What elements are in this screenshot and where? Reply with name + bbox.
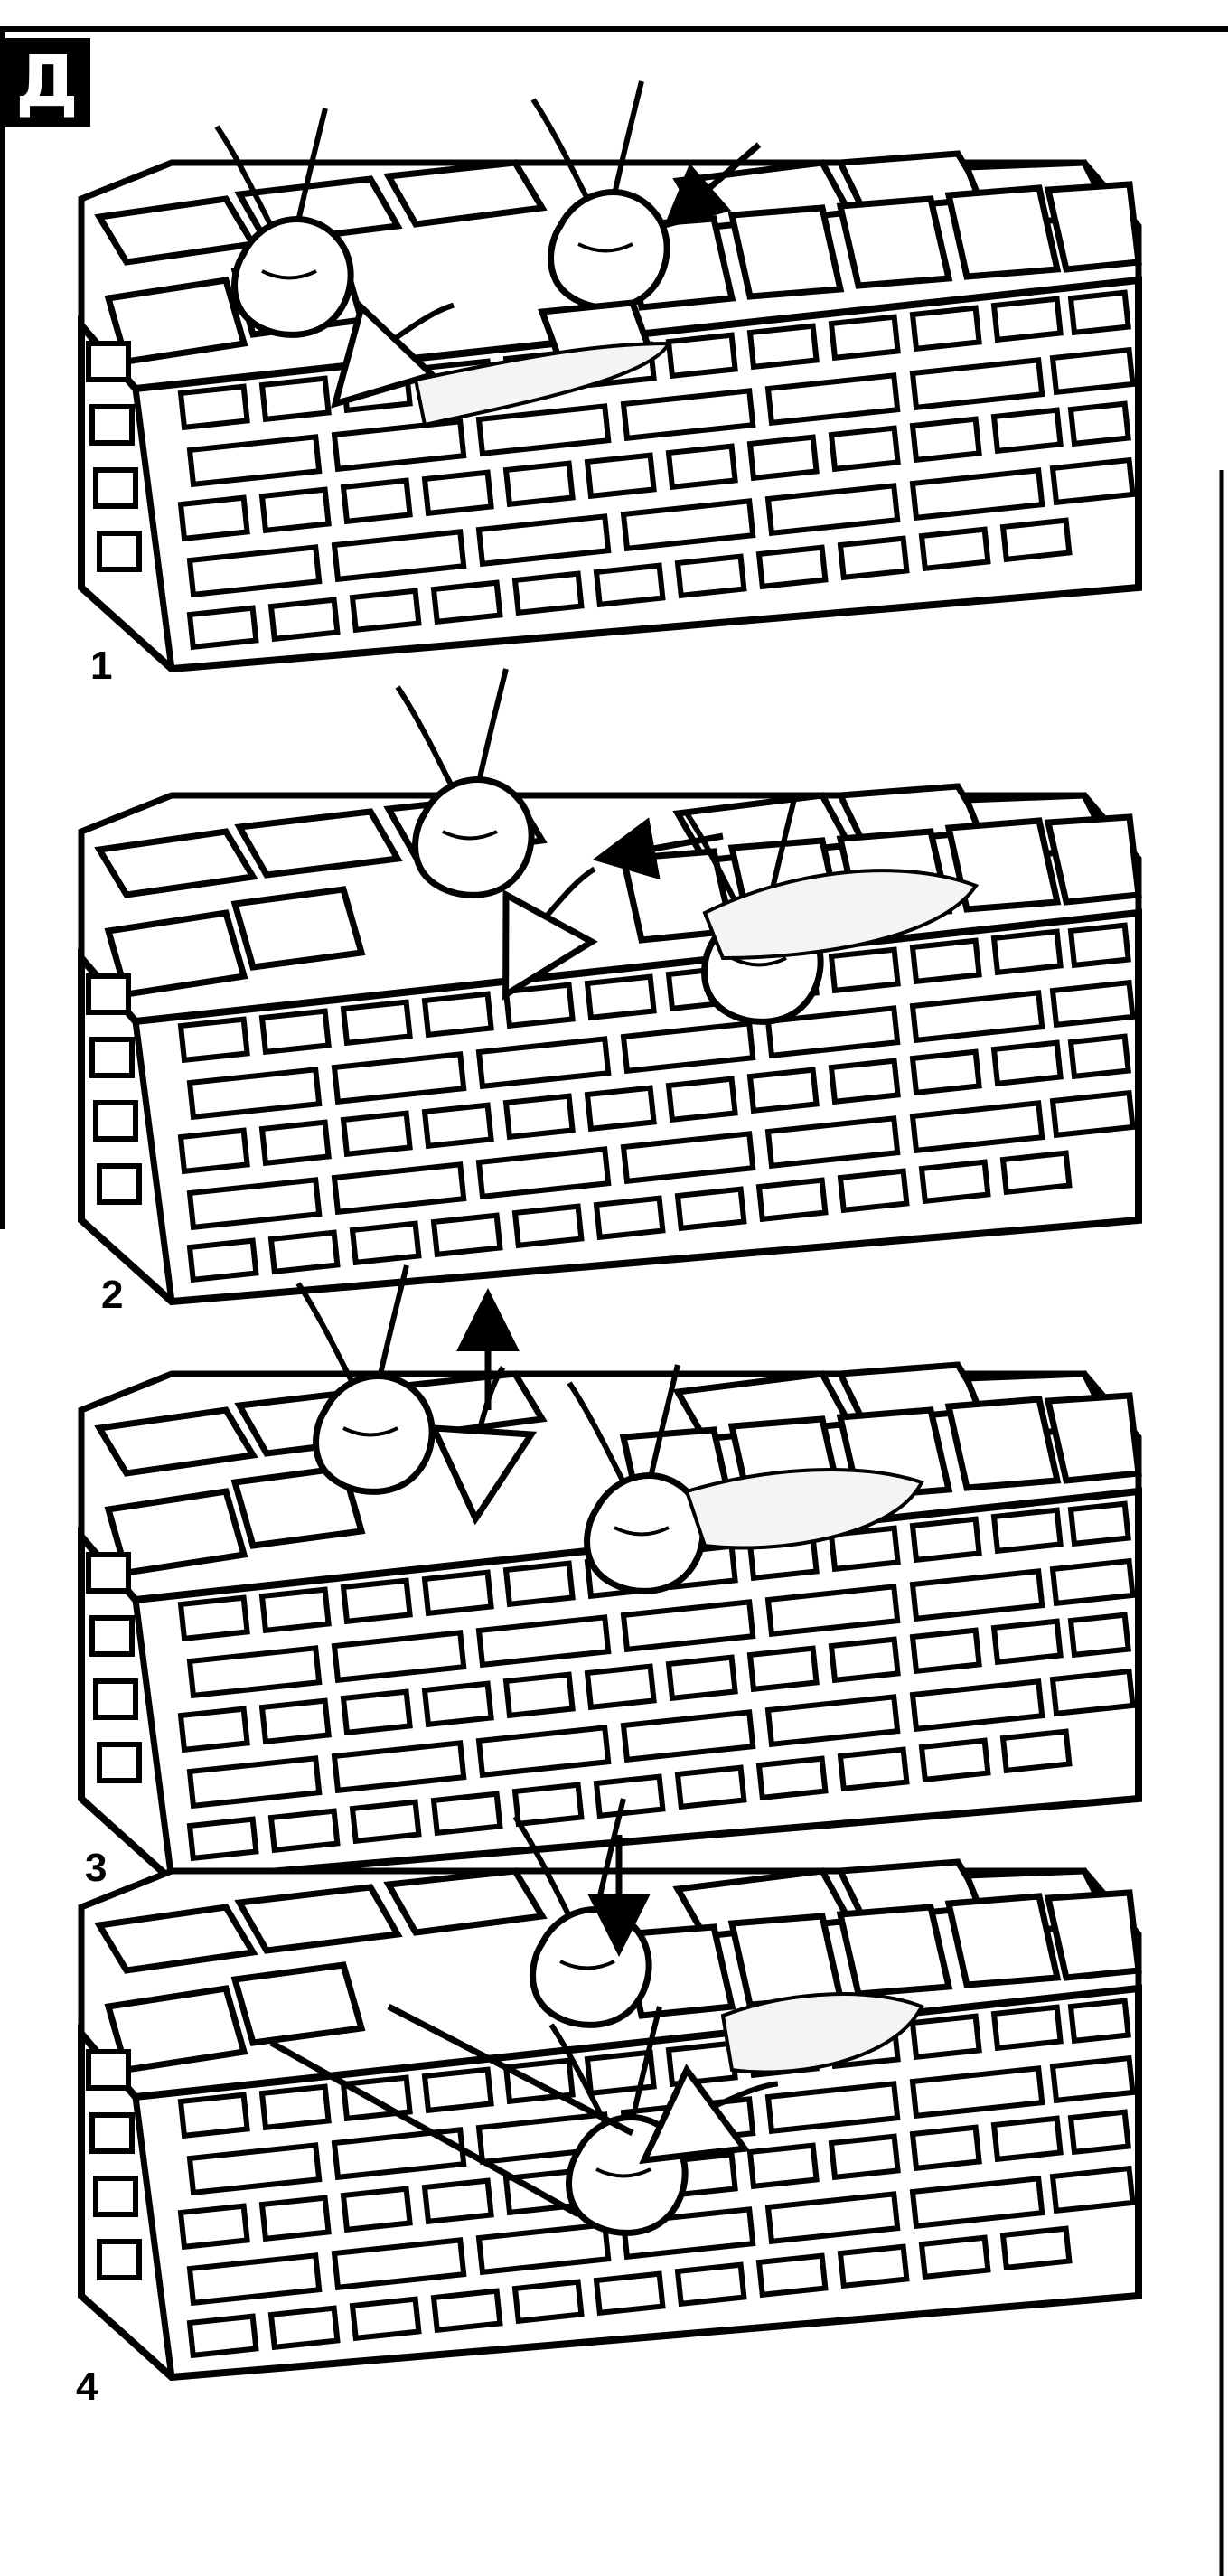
step-number-3: 3 — [85, 1846, 107, 1891]
step-4-illustration — [81, 1799, 1139, 2377]
step-1-illustration — [81, 81, 1139, 669]
step-2-illustration — [81, 669, 1139, 1302]
step-number-1: 1 — [90, 644, 112, 689]
brick-wall-3 — [81, 1365, 1139, 1880]
step-number-4: 4 — [76, 2364, 98, 2410]
figure-badge: Д — [4, 38, 90, 127]
step-3-illustration — [81, 1265, 1139, 1880]
brick-wall-2 — [81, 786, 1139, 1302]
hand-with-trowel-2 — [398, 669, 531, 895]
step-number-2: 2 — [101, 1273, 123, 1318]
